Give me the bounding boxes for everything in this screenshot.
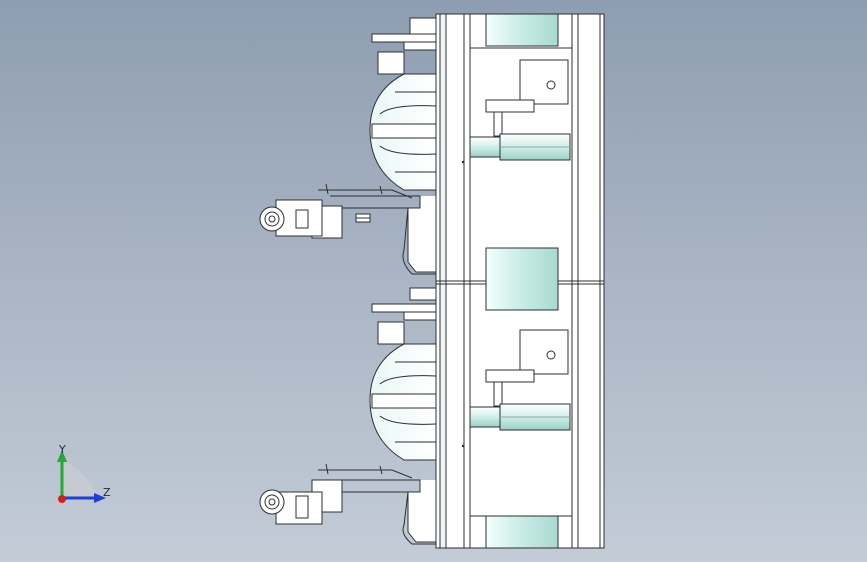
cylinder-rod [469, 136, 503, 158]
lower-module[interactable] [259, 287, 571, 545]
mount-plate [519, 59, 569, 105]
sensor-bracket [377, 51, 405, 75]
z-axis-label: Z [103, 486, 111, 499]
x-axis-icon [58, 495, 66, 503]
coordinate-triad [57, 450, 106, 503]
sensor-bracket [377, 321, 405, 345]
cylinder-rod [469, 406, 503, 428]
mount-hole-icon [546, 350, 556, 360]
guide-blocks [485, 13, 559, 549]
mount-plate [519, 329, 569, 375]
upper-module[interactable] [259, 17, 571, 275]
frame-marker [461, 160, 465, 164]
mount-hole-icon [546, 80, 556, 90]
y-axis-label: Y [59, 443, 66, 456]
frame-marker [461, 444, 465, 448]
